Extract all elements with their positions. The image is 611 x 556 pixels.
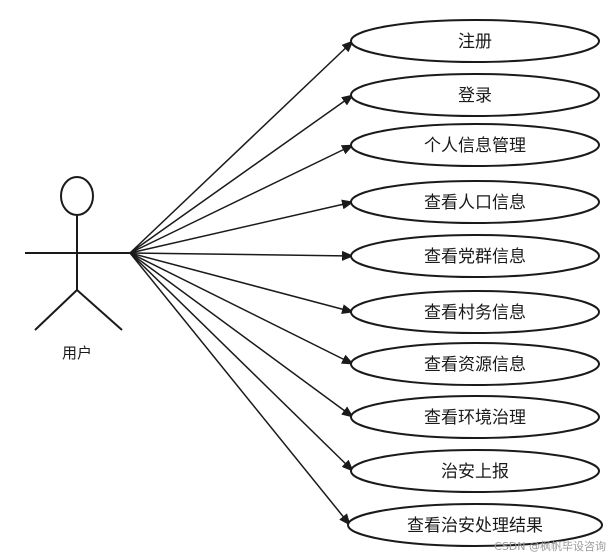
use-case[interactable]: 查看党群信息 bbox=[350, 234, 600, 278]
use-case[interactable]: 查看治安处理结果 bbox=[347, 503, 603, 547]
use-case-label: 注册 bbox=[458, 32, 492, 52]
use-case-ellipse[interactable] bbox=[350, 123, 600, 167]
use-case[interactable]: 查看人口信息 bbox=[350, 180, 600, 224]
association-arrow bbox=[129, 250, 354, 261]
use-case[interactable]: 治安上报 bbox=[350, 449, 600, 493]
use-case-ellipse[interactable] bbox=[350, 395, 600, 439]
associations bbox=[129, 40, 354, 526]
actor-left-leg bbox=[34, 289, 78, 331]
watermark: CSDN @枫帆毕设咨询 bbox=[494, 539, 606, 553]
use-case-ellipse[interactable] bbox=[347, 503, 603, 547]
use-case-label: 查看环境治理 bbox=[424, 408, 526, 428]
actor-user: 用户 bbox=[25, 176, 130, 362]
use-case-label: 查看党群信息 bbox=[424, 247, 526, 267]
use-case[interactable]: 个人信息管理 bbox=[350, 123, 600, 167]
association-arrow bbox=[129, 144, 354, 254]
use-case-ellipse[interactable] bbox=[350, 19, 600, 63]
use-case[interactable]: 登录 bbox=[350, 73, 600, 117]
use-case-label: 登录 bbox=[458, 86, 492, 106]
use-case-label: 个人信息管理 bbox=[424, 136, 526, 156]
use-case-ellipse[interactable] bbox=[350, 73, 600, 117]
association-arrow bbox=[129, 252, 354, 315]
association-arrow bbox=[129, 199, 354, 254]
use-case-ellipse[interactable] bbox=[350, 449, 600, 493]
association-arrow bbox=[129, 252, 354, 365]
use-case-label: 查看治安处理结果 bbox=[407, 516, 543, 536]
use-case[interactable]: 查看资源信息 bbox=[350, 342, 600, 386]
use-case[interactable]: 查看环境治理 bbox=[350, 395, 600, 439]
use-case-label: 查看资源信息 bbox=[424, 355, 526, 375]
use-case-label: 查看人口信息 bbox=[424, 193, 526, 213]
association-arrow bbox=[129, 252, 351, 526]
use-case-ellipse[interactable] bbox=[350, 290, 600, 334]
use-case-ellipse[interactable] bbox=[350, 234, 600, 278]
use-case[interactable]: 查看村务信息 bbox=[350, 290, 600, 334]
use-case-label: 查看村务信息 bbox=[424, 303, 526, 323]
association-arrow bbox=[129, 40, 354, 254]
use-cases: 注册登录个人信息管理查看人口信息查看党群信息查看村务信息查看资源信息查看环境治理… bbox=[347, 19, 603, 547]
association-arrow bbox=[129, 252, 354, 472]
actor-label: 用户 bbox=[62, 344, 92, 362]
association-arrow bbox=[129, 252, 354, 418]
use-case-ellipse[interactable] bbox=[350, 342, 600, 386]
use-case-label: 治安上报 bbox=[441, 462, 509, 482]
actor-head bbox=[60, 176, 94, 216]
association-arrow bbox=[129, 94, 354, 254]
use-case[interactable]: 注册 bbox=[350, 19, 600, 63]
actor-right-leg bbox=[76, 289, 123, 331]
use-case-ellipse[interactable] bbox=[350, 180, 600, 224]
